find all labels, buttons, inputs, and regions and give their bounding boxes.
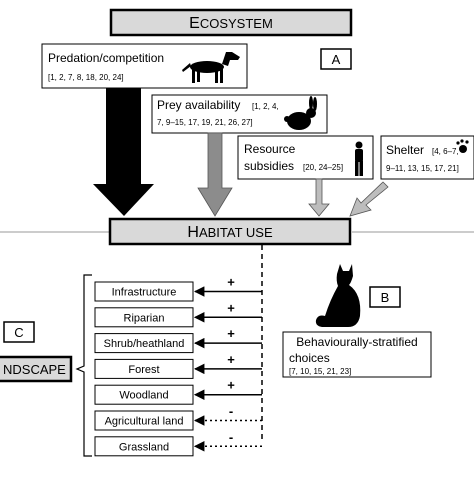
habitat-label: Shrub/heathland — [104, 338, 185, 350]
shelter-title: Shelter — [386, 143, 424, 157]
habitat-use-header: HABITAT USE — [108, 217, 352, 246]
habitat-sign: - — [229, 404, 233, 419]
habitat-row: Forest + — [94, 352, 262, 379]
habitat-label: Infrastructure — [112, 287, 177, 299]
shelter-refs-line1: [4, 6–7, — [432, 147, 459, 156]
habitat-label: Forest — [128, 364, 159, 376]
ecosystem-first-letter: E — [189, 15, 200, 32]
habitat-box — [94, 358, 194, 379]
habitat-sign: + — [227, 352, 235, 367]
habitat-sign: + — [227, 326, 235, 341]
habitat-row: Shrub/heathland + — [94, 326, 262, 354]
habitat-row: Agricultural land - — [94, 404, 262, 431]
habitat-box — [94, 410, 194, 431]
shelter-box: Shelter [4, 6–7, 9–11, 13, 15, 17, 21] — [380, 135, 474, 180]
shelter-refs-line2: 9–11, 13, 15, 17, 21] — [386, 164, 459, 173]
ecosystem-header: ECOSYSTEM — [109, 8, 353, 37]
panel-b-text: B — [381, 290, 390, 305]
panel-c-text: C — [14, 325, 23, 340]
resource-box: Resource subsidies [20, 24–25] — [237, 135, 374, 180]
dog-silhouette-icon — [182, 52, 240, 83]
predation-arrow — [93, 88, 154, 216]
habitat-row: Infrastructure + — [94, 275, 262, 302]
habitat-label: Woodland — [119, 390, 168, 402]
resource-title-line1: Resource — [244, 142, 296, 156]
prey-box: Prey availability [1, 2, 4, 7, 9–15, 17,… — [151, 94, 328, 134]
landscape-label: NDSCAPE — [3, 362, 66, 377]
resource-refs: [20, 24–25] — [303, 163, 343, 172]
choices-line2: choices — [289, 351, 330, 365]
choices-box: Behaviourally-stratified choices [7, 10,… — [282, 331, 432, 378]
prey-refs-line1: [1, 2, 4, — [252, 102, 279, 111]
habitat-box — [94, 307, 194, 328]
ecosystem-rest: COSYSTEM — [200, 16, 273, 31]
predation-box: Predation/competition [1, 2, 7, 8, 18, 2… — [41, 43, 248, 89]
resource-title-line2: subsidies — [244, 159, 294, 173]
habitat-label: Grassland — [119, 441, 169, 453]
resource-arrow — [308, 178, 330, 217]
habitat-row: Riparian + — [94, 300, 262, 328]
habitat-sign: + — [227, 275, 235, 290]
landscape-box: NDSCAPE — [0, 355, 73, 383]
choices-refs: [7, 10, 15, 21, 23] — [289, 367, 351, 376]
habitat-label: Agricultural land — [105, 416, 184, 428]
habitat-box — [94, 333, 194, 354]
panel-a-text: A — [332, 52, 341, 67]
habitat-sign: + — [227, 300, 235, 315]
prey-arrow — [197, 132, 233, 217]
habitat-box — [94, 281, 194, 302]
habitat-box — [94, 436, 194, 457]
habitat-use-first-letter: H — [187, 224, 199, 241]
shelter-arrow — [349, 181, 389, 217]
panel-a-label: A — [320, 48, 352, 70]
prey-refs-line2: 7, 9–15, 17, 19, 21, 26, 27] — [157, 118, 253, 127]
panel-b-label: B — [369, 286, 401, 308]
person-silhouette-icon — [355, 141, 363, 176]
rabbit-silhouette-icon — [284, 96, 317, 130]
prey-title: Prey availability — [157, 98, 240, 112]
habitat-box — [94, 384, 194, 405]
habitat-use-rest: ABITAT USE — [199, 225, 273, 240]
paw-icon — [456, 139, 469, 153]
habitat-row: Woodland + — [94, 378, 262, 405]
predation-refs: [1, 2, 7, 8, 18, 20, 24] — [48, 73, 124, 82]
svg-text:ECOSYSTEM: ECOSYSTEM — [189, 15, 273, 32]
habitat-sign: + — [227, 378, 235, 393]
panel-c-label: C — [3, 321, 35, 343]
habitat-sign: - — [229, 429, 233, 444]
choices-line1: Behaviourally-stratified — [296, 335, 417, 349]
svg-text:HABITAT USE: HABITAT USE — [187, 224, 273, 241]
habitat-list: Infrastructure + Riparian + Shrub/heathland +… — [94, 275, 262, 457]
habitat-row: Grassland - — [94, 429, 262, 457]
habitat-label: Riparian — [124, 312, 165, 324]
predation-title: Predation/competition — [48, 51, 164, 65]
cat-silhouette-icon — [315, 264, 361, 327]
habitat-bracket — [75, 274, 92, 457]
